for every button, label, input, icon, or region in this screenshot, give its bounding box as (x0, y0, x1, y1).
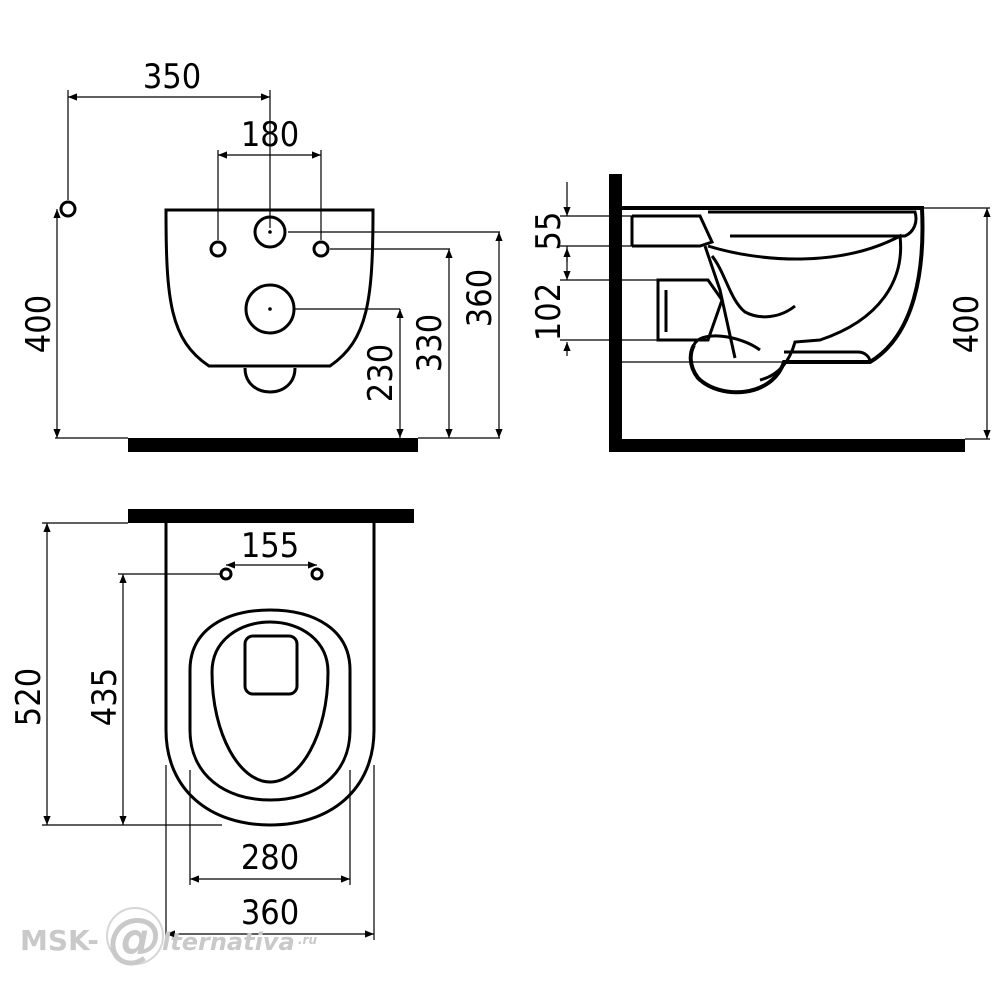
side-bowl-outer (622, 206, 925, 395)
watermark-at: @ (108, 906, 162, 969)
dim-label-55: 55 (529, 212, 569, 251)
top-flush-opening (243, 634, 299, 696)
front-center-mark-inlet (268, 230, 272, 234)
front-mount-hole-left (209, 240, 227, 258)
side-outlet-channel (656, 278, 724, 342)
dim-label-520: 520 (9, 668, 49, 726)
front-outlet-bottom (243, 367, 297, 394)
dim-label-360-front: 360 (460, 269, 500, 327)
front-floor-slab (128, 438, 418, 452)
dim-label-230: 230 (361, 344, 401, 402)
dim-label-400-front: 400 (19, 295, 59, 353)
side-view: 55 102 400 (529, 174, 991, 452)
dim-label-180: 180 (241, 115, 299, 155)
front-mount-hole-right (312, 240, 330, 258)
watermark-logo: MSK- @ lternativa .ru (20, 906, 317, 969)
top-view: 155 520 435 280 360 (9, 509, 414, 940)
front-view: 350 180 400 230 330 360 (19, 57, 503, 452)
top-outer-outline (164, 523, 376, 827)
side-trap-bend (692, 334, 761, 352)
side-floor (609, 439, 965, 452)
side-trapway (703, 245, 737, 359)
side-base-foot (784, 350, 872, 363)
side-bowl-inner (707, 233, 903, 382)
watermark-at-ring (106, 907, 164, 965)
top-bolt-hole-right (310, 567, 324, 581)
dim-label-280: 280 (241, 838, 299, 878)
dim-label-400-side: 400 (947, 295, 987, 353)
watermark-tld: .ru (298, 933, 317, 947)
dim-label-330: 330 (410, 314, 450, 372)
dim-label-435: 435 (85, 668, 125, 726)
dim-label-102: 102 (529, 283, 569, 341)
side-inlet-channel (632, 214, 715, 248)
side-rim (708, 210, 918, 238)
front-reference-circle (59, 200, 77, 218)
side-wall (609, 174, 622, 452)
dim-label-155: 155 (241, 526, 299, 566)
top-seat-outer (188, 608, 352, 802)
top-seat-inner (210, 620, 330, 784)
front-center-mark-outlet (268, 307, 272, 311)
top-wall-slab (128, 509, 414, 523)
watermark-suffix: lternativa (162, 928, 295, 956)
top-bolt-hole-left (219, 567, 233, 581)
dim-label-360-top: 360 (241, 893, 299, 933)
front-bowl-outline (164, 208, 375, 368)
dim-label-350: 350 (143, 57, 201, 97)
watermark-prefix: MSK- (20, 924, 99, 957)
